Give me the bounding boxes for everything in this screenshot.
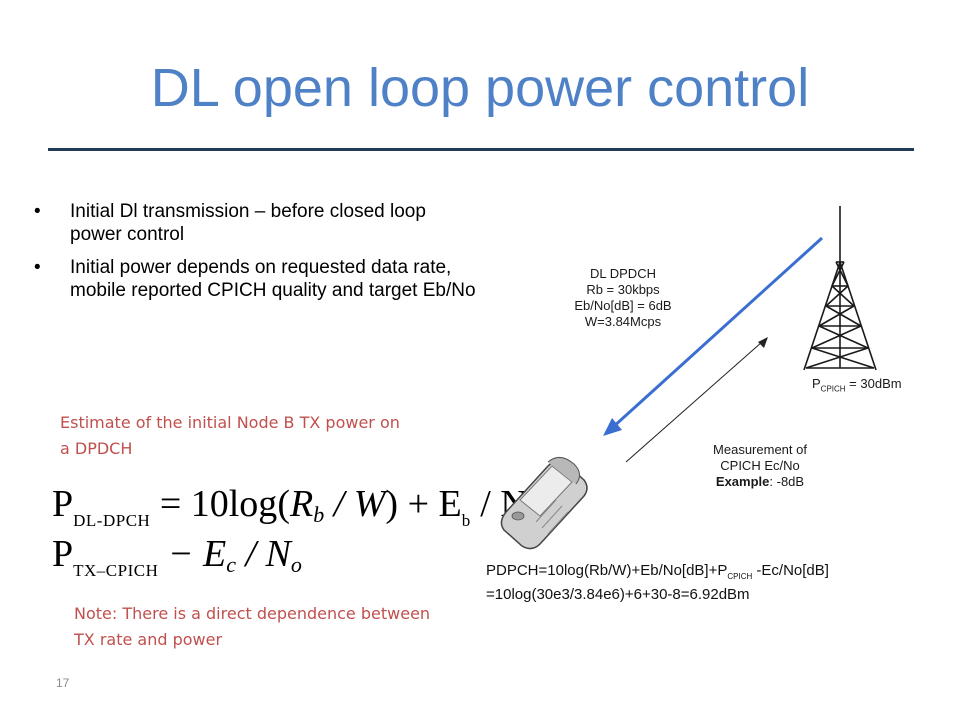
dependence-note: Note: There is a direct dependence betwe…	[74, 604, 431, 649]
formula-line-2: PTX–CPICH − Ec / No	[52, 532, 492, 581]
formula-rb-subscript: b	[313, 502, 325, 527]
bullet-marker: •	[34, 201, 41, 222]
eq1-subscript: CPICH	[727, 572, 753, 581]
formula-paren-open: (	[277, 483, 290, 525]
pcpich-subscript: CPICH	[820, 384, 846, 394]
formula-log: = 10log	[150, 483, 278, 525]
slide-title: DL open loop power control	[150, 58, 810, 118]
bullet-item: • Initial power depends on requested dat…	[32, 256, 482, 302]
title-divider	[48, 148, 914, 151]
example-label: Example	[715, 474, 770, 489]
bullet-item: • Initial Dl transmission – before close…	[32, 200, 482, 246]
formula-p2-subscript: TX–CPICH	[73, 561, 159, 580]
formula-n2: / N	[236, 533, 291, 575]
dl-param-line: Eb/No[dB] = 6dB	[574, 298, 672, 313]
pcpich-base: P	[812, 376, 821, 391]
formula-n2-subscript: o	[290, 552, 302, 577]
formula-p-subscript: DL-DPCH	[73, 511, 151, 530]
pcpich-value: = 30dBm	[845, 376, 902, 391]
formula-eb: + E	[398, 483, 462, 525]
formula-w: / W	[324, 483, 386, 525]
bullet-list: • Initial Dl transmission – before close…	[32, 200, 482, 312]
dl-param-line: W=3.84Mcps	[584, 314, 662, 329]
formula-eb-subscript: b	[461, 511, 471, 530]
formula-ec: − E	[158, 533, 227, 575]
eq1-part2: -Ec/No[dB]	[752, 562, 829, 579]
formula-ec-subscript: c	[226, 552, 236, 577]
dl-param-line: DL DPDCH	[590, 266, 656, 281]
formula-line-1: PDL-DPCH = 10log(Rb / W) + Eb / No +	[52, 482, 568, 531]
pcpich-label: PCPICH = 30dBm	[812, 376, 902, 394]
bullet-text: Initial power depends on requested data …	[70, 257, 476, 301]
example-line: Example: -8dB	[690, 474, 830, 490]
measurement-label: Measurement of CPICH Ec/No Example: -8dB	[690, 442, 830, 490]
bullet-text: Initial Dl transmission – before closed …	[70, 201, 426, 245]
formula-rb: R	[289, 483, 314, 525]
dl-dpdch-params: DL DPDCH Rb = 30kbps Eb/No[dB] = 6dB W=3…	[558, 266, 688, 330]
mobile-phone-icon	[500, 457, 588, 550]
formula-paren-close: )	[385, 483, 399, 525]
estimate-caption: Estimate of the initial Node B TX power …	[60, 413, 400, 458]
eq1-part1: PDPCH=10log(Rb/W)+Eb/No[dB]+P	[486, 562, 728, 579]
cell-tower-icon	[803, 206, 877, 371]
formula-p2: P	[52, 533, 74, 575]
example-value: : -8dB	[769, 474, 805, 489]
uplink-arrow	[625, 337, 768, 463]
downlink-arrow	[603, 236, 824, 436]
pdpch-equation: PDPCH=10log(Rb/W)+Eb/No[dB]+PCPICH -Ec/N…	[486, 562, 829, 581]
pdpch-result: =10log(30e3/3.84e6)+6+30-8=6.92dBm	[486, 586, 750, 603]
measurement-line: Measurement of	[713, 442, 807, 457]
bullet-marker: •	[34, 257, 41, 278]
measurement-line: CPICH Ec/No	[720, 458, 800, 473]
dl-param-line: Rb = 30kbps	[586, 282, 660, 297]
formula-p: P	[52, 483, 74, 525]
page-number: 17	[56, 676, 70, 690]
